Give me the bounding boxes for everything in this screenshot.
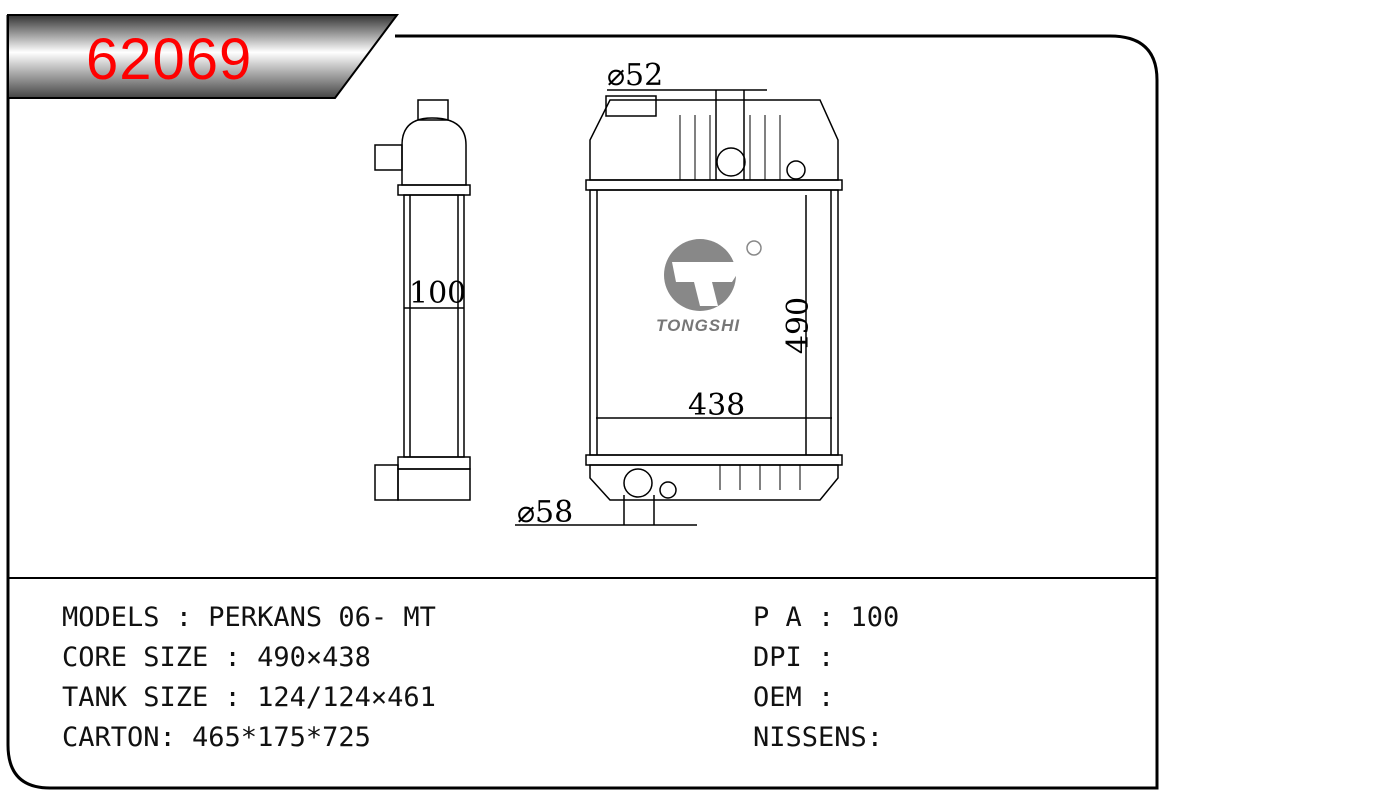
spec-models: MODELS : PERKANS 06- MT [62,602,436,633]
part-number: 62069 [86,27,253,92]
radiator-front-view [515,89,843,526]
spec-carton: CARTON: 465*175*725 [62,722,371,753]
spec-oem: OEM : [753,682,835,713]
part-number-tab [7,14,399,99]
spec-nissens: NISSENS: [753,722,884,753]
outlet-diameter: ⌀58 [517,495,574,530]
width-dimension: 438 [688,388,746,423]
thickness-dimension: 100 [409,276,467,311]
spec-tank-size: TANK SIZE : 124/124×461 [62,682,436,713]
logo-text: TONGSHI [656,316,741,335]
tongshi-logo-mark [664,239,745,311]
radiator-side-view [374,99,471,501]
spec-pa: P A : 100 [753,602,900,633]
spec-core-size: CORE SIZE : 490×438 [62,642,371,673]
inlet-diameter: ⌀52 [607,58,664,93]
height-dimension: 490 [781,296,817,355]
spec-dpi: DPI : [753,642,835,673]
